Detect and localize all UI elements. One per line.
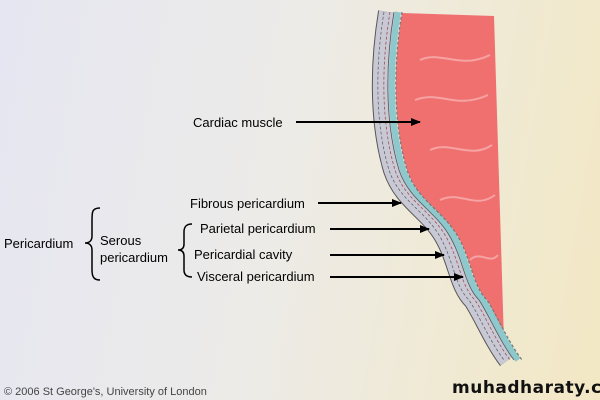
annotation-arrows <box>296 118 464 281</box>
label-pericardial-cavity: Pericardial cavity <box>194 247 293 262</box>
label-serous-line2: pericardium <box>100 250 168 265</box>
label-serous-line1: Serous <box>100 233 142 248</box>
label-pericardium: Pericardium <box>4 236 73 251</box>
label-visceral-pericardium: Visceral pericardium <box>197 269 315 284</box>
cardiac-muscle-shape <box>395 13 504 342</box>
watermark: muhadharaty.com <box>452 378 600 398</box>
serous-brace <box>177 223 193 278</box>
label-fibrous-pericardium: Fibrous pericardium <box>190 196 305 211</box>
heart-wall-illustration <box>378 12 523 360</box>
braces <box>84 207 193 281</box>
pericardium-brace <box>84 207 101 281</box>
label-parietal-pericardium: Parietal pericardium <box>200 221 316 236</box>
label-cardiac-muscle: Cardiac muscle <box>193 115 283 130</box>
copyright-text: © 2006 St George's, University of London <box>4 386 207 398</box>
